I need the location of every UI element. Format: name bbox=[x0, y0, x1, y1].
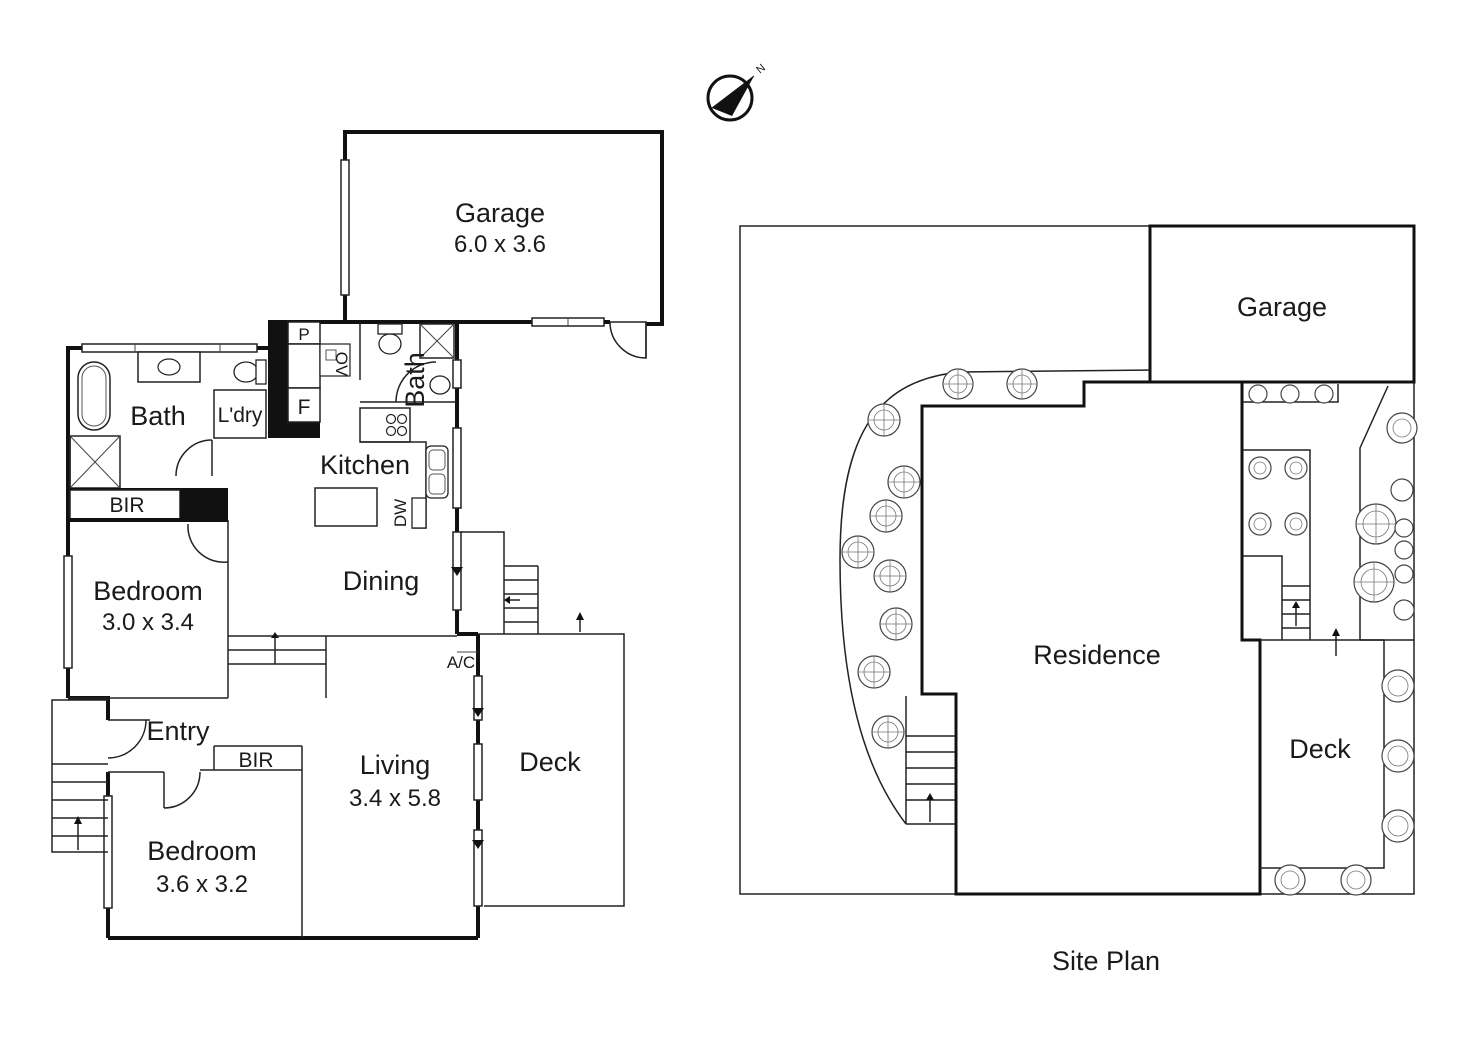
laundry-label: L'dry bbox=[218, 404, 263, 427]
bedroom-2-dims: 3.6 x 3.2 bbox=[156, 871, 248, 898]
kitchen-benches bbox=[314, 407, 449, 529]
aircon-label: A/C bbox=[447, 653, 475, 672]
bir-1-label: BIR bbox=[109, 494, 144, 517]
kitchen-pantry-fridge bbox=[268, 321, 351, 438]
site-plan-title: Site Plan bbox=[1052, 946, 1160, 976]
site-residence-label: Residence bbox=[1033, 640, 1161, 670]
laundry bbox=[213, 389, 267, 439]
bedroom-1-dims: 3.0 x 3.4 bbox=[102, 609, 194, 636]
deck-label: Deck bbox=[519, 747, 581, 777]
site-garage-label: Garage bbox=[1237, 292, 1327, 322]
bath-label: Bath bbox=[130, 401, 186, 431]
entry bbox=[107, 719, 214, 809]
sliding-door-arrows bbox=[451, 567, 484, 849]
entry-label: Entry bbox=[146, 716, 210, 746]
compass-north-letter: N bbox=[754, 62, 768, 76]
compass-icon: N bbox=[706, 62, 768, 122]
bedroom-2-label: Bedroom bbox=[147, 836, 257, 866]
kitchen-label: Kitchen bbox=[320, 450, 410, 480]
garage-dims: 6.0 x 3.6 bbox=[454, 231, 546, 258]
windows bbox=[63, 343, 483, 909]
site-deck-label: Deck bbox=[1289, 734, 1351, 764]
stairs-2 bbox=[461, 531, 539, 634]
living-dims: 3.4 x 5.8 bbox=[349, 785, 441, 812]
bir-2-label: BIR bbox=[238, 749, 273, 772]
ensuite bbox=[359, 322, 457, 403]
deck bbox=[478, 612, 625, 907]
living-label: Living bbox=[360, 750, 431, 780]
stairs-1 bbox=[228, 632, 457, 698]
dining-label: Dining bbox=[343, 566, 420, 596]
dishwasher-label: DW bbox=[391, 499, 410, 527]
site-stairs-left bbox=[905, 696, 956, 824]
site-plan: Garage Residence Deck Site Plan bbox=[739, 224, 1418, 976]
front-stairs bbox=[51, 699, 108, 853]
fridge-label: F bbox=[298, 396, 311, 419]
bir-1 bbox=[68, 489, 229, 699]
pantry-label: P bbox=[298, 325, 309, 344]
living bbox=[213, 651, 478, 938]
ensuite-label: Bath bbox=[400, 352, 430, 408]
oven-label: OV bbox=[332, 352, 351, 377]
site-trees bbox=[841, 368, 1418, 896]
garage-label: Garage bbox=[455, 198, 545, 228]
bedroom-1-label: Bedroom bbox=[93, 576, 203, 606]
main-floor-plan: Garage 6.0 x 3.6 Bath L'dry P F OV Bath … bbox=[51, 130, 664, 940]
